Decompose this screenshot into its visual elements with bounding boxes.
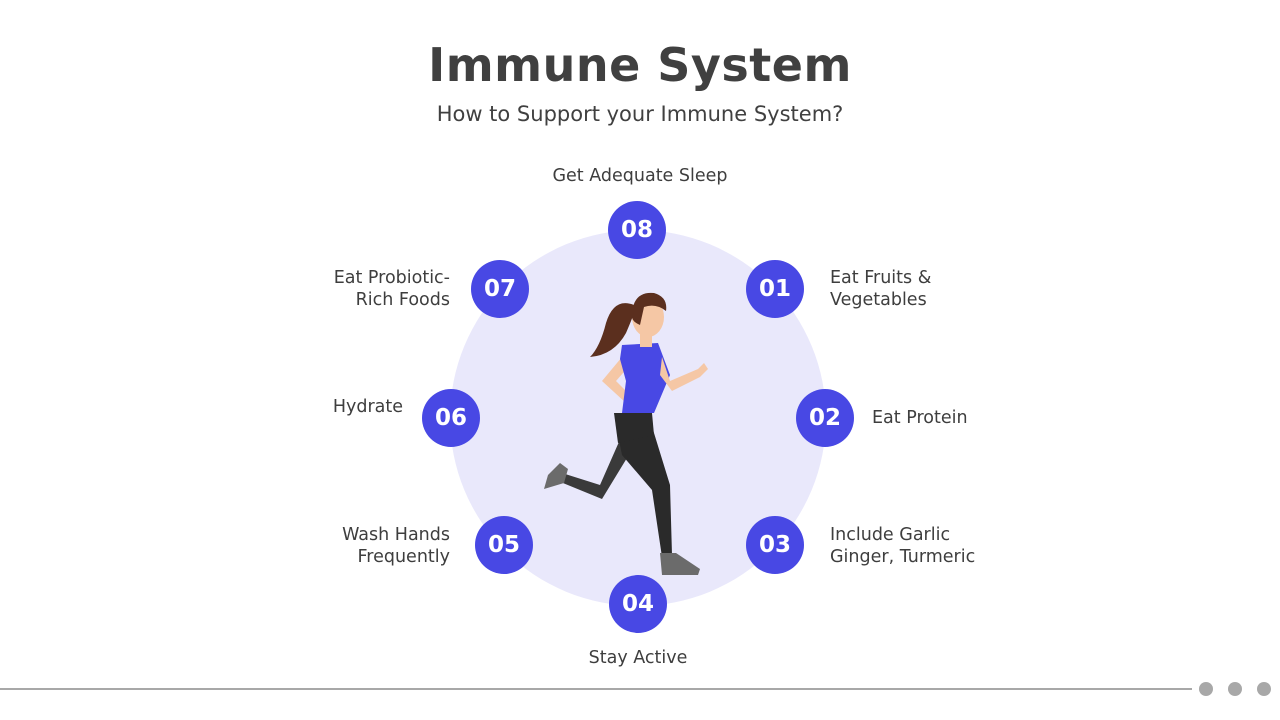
footer-dot-2 — [1228, 682, 1242, 696]
slide-title: Immune System — [428, 38, 852, 92]
step-label-05: Wash Hands Frequently — [342, 525, 450, 567]
step-label-02: Eat Protein — [872, 408, 968, 428]
step-badge-04: 04 — [609, 575, 667, 633]
step-badge-03: 03 — [746, 516, 804, 574]
footer-dot-1 — [1199, 682, 1213, 696]
step-badge-01: 01 — [746, 260, 804, 318]
step-label-06: Hydrate — [332, 397, 403, 417]
step-badge-06: 06 — [422, 389, 480, 447]
step-label-03: Include Garlic Ginger, Turmeric — [830, 525, 976, 567]
step-badge-02: 02 — [796, 389, 854, 447]
step-label-08: Get Adequate Sleep — [552, 166, 728, 186]
step-badge-05: 05 — [475, 516, 533, 574]
step-label-01: Eat Fruits & Vegetables — [830, 268, 932, 310]
step-badge-07: 07 — [471, 260, 529, 318]
step-label-07: Eat Probiotic- Rich Foods — [333, 268, 450, 310]
footer-dot-3 — [1257, 682, 1271, 696]
footer-divider — [0, 688, 1192, 690]
running-woman-illustration — [544, 292, 708, 575]
slide-subtitle: How to Support your Immune System? — [436, 102, 844, 126]
step-label-04: Stay Active — [588, 648, 688, 668]
step-badge-08: 08 — [608, 201, 666, 259]
